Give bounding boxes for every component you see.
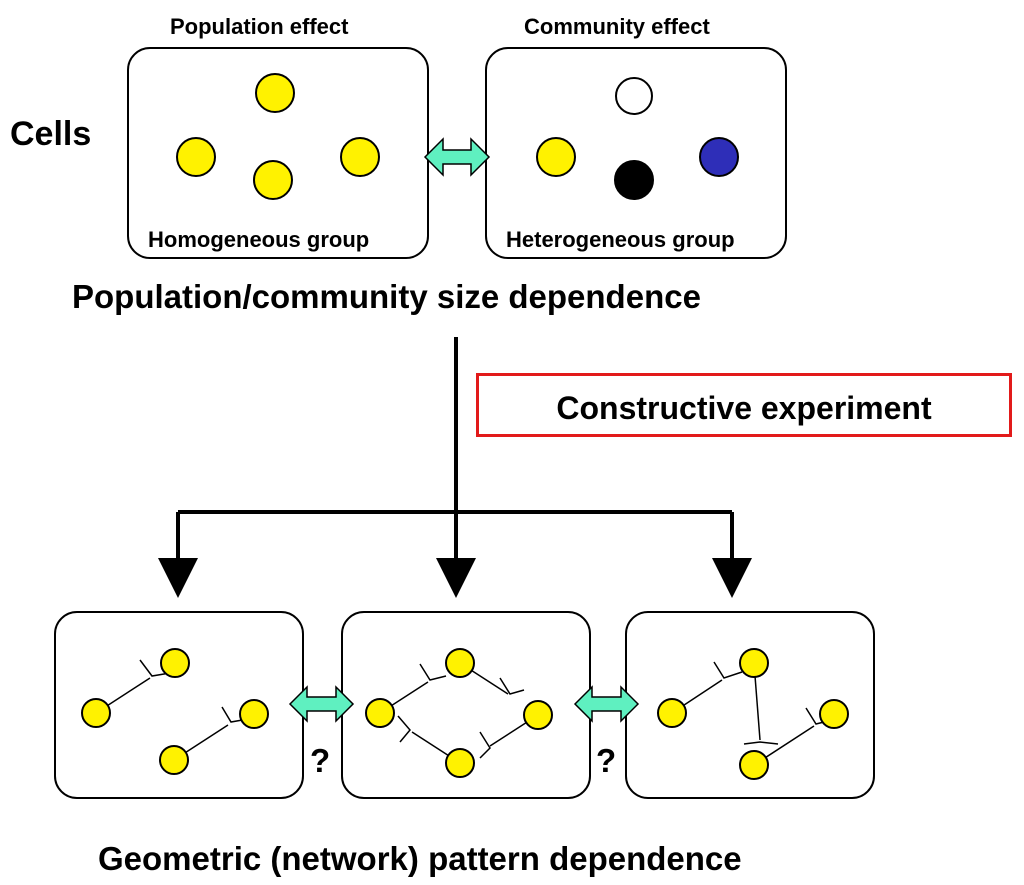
cell-yellow <box>239 699 269 729</box>
cell-yellow <box>81 698 111 728</box>
double-arrow-right <box>573 685 640 723</box>
title-pattern-dependence: Geometric (network) pattern dependence <box>98 840 742 877</box>
cell-yellow <box>365 698 395 728</box>
cell-yellow <box>253 160 293 200</box>
cell-yellow <box>819 699 849 729</box>
cell-yellow <box>159 745 189 775</box>
double-arrow-top <box>423 137 491 177</box>
cell-yellow <box>657 698 687 728</box>
cell-black <box>614 160 654 200</box>
cell-yellow <box>255 73 295 113</box>
constructive-experiment-box: Constructive experiment <box>476 373 1012 437</box>
cell-yellow <box>176 137 216 177</box>
cell-yellow <box>523 700 553 730</box>
caption-homogeneous: Homogeneous group <box>148 227 370 252</box>
cell-yellow <box>340 137 380 177</box>
cell-yellow <box>445 648 475 678</box>
cell-yellow <box>739 750 769 780</box>
heading-community-effect: Community effect <box>524 14 710 39</box>
cell-white <box>615 77 653 115</box>
row-label-cells: Cells <box>10 115 92 153</box>
constructive-experiment-label: Constructive experiment <box>556 390 932 426</box>
cell-yellow <box>536 137 576 177</box>
question-mark-left: ? <box>310 742 331 779</box>
question-mark-right: ? <box>596 742 617 779</box>
heading-population-effect: Population effect <box>170 14 349 39</box>
cell-yellow <box>160 648 190 678</box>
title-size-dependence: Population/community size dependence <box>72 278 701 315</box>
cell-blue <box>699 137 739 177</box>
cell-yellow <box>739 648 769 678</box>
caption-heterogeneous: Heterogeneous group <box>506 227 735 252</box>
cell-yellow <box>445 748 475 778</box>
double-arrow-left <box>288 685 355 723</box>
